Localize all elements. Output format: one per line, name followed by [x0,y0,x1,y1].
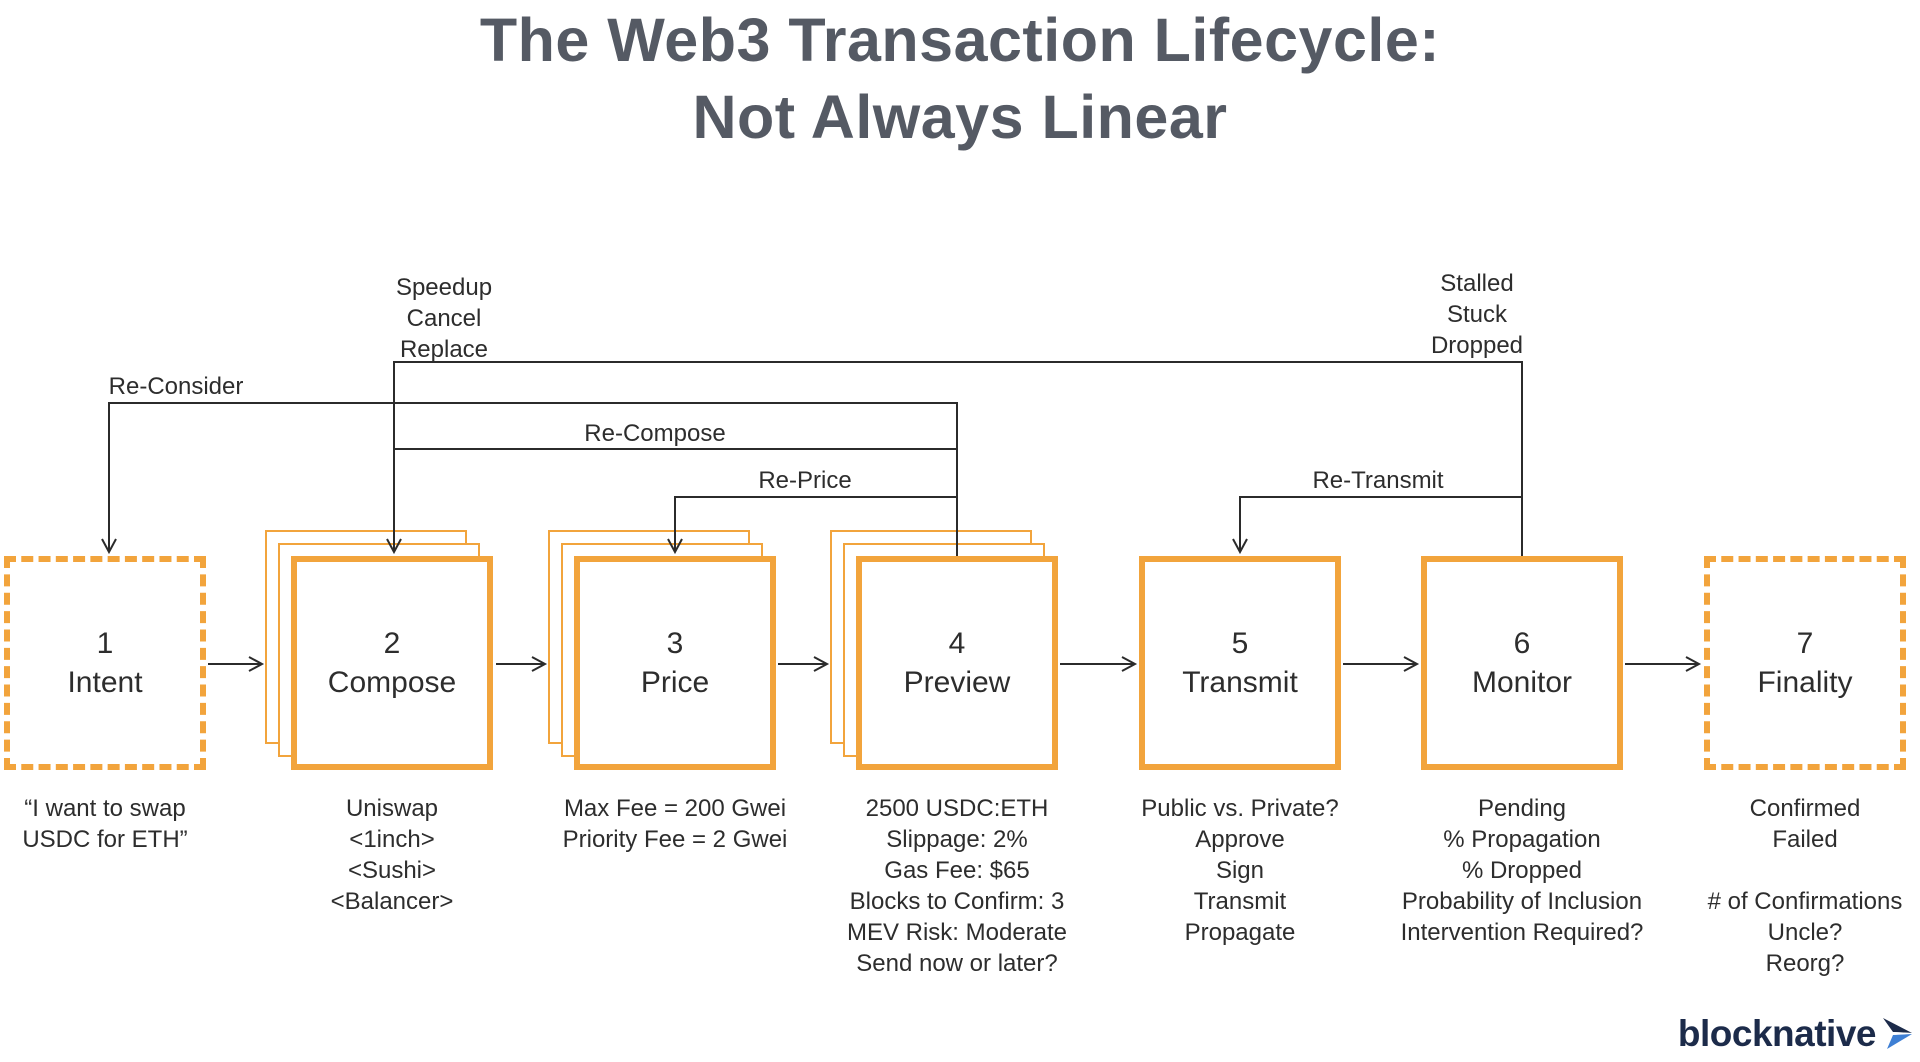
stage-caption-finality: Confirmed Failed # of Confirmations Uncl… [1655,793,1920,979]
diagram-title: The Web3 Transaction Lifecycle: Not Alwa… [0,2,1920,156]
stage-name: Compose [327,666,457,699]
stage-number: 6 [1513,627,1531,660]
caption-line: Probability of Inclusion [1401,888,1643,915]
stage-number: 5 [1231,627,1249,660]
caption-line: # of Confirmations [1707,888,1903,915]
label-re-price: Re-Price [758,467,852,494]
caption-line: Transmit [1193,888,1287,915]
arrowhead-down [1232,538,1248,555]
flow-arrow-4 [1060,656,1138,672]
caption-line: 2500 USDC:ETH [865,795,1049,822]
arrowhead-down [101,538,117,555]
caption-line: “I want to swap [24,795,186,822]
caption-line: % Propagation [1443,826,1601,853]
stage-box-finality: 7 Finality [1704,556,1906,770]
flow-arrow-2 [496,656,548,672]
stage-number: 2 [383,627,401,660]
caption-line: Max Fee = 200 Gwei [563,795,787,822]
title-line-1: The Web3 Transaction Lifecycle: [479,6,1441,74]
caption-line: <Sushi> [347,857,437,884]
caption-line: Gas Fee: $65 [884,857,1030,884]
stage-name: Monitor [1471,666,1573,699]
stage-box-preview: 4 Preview [856,556,1058,770]
caption-line: Failed [1772,826,1838,853]
caption-line: Intervention Required? [1400,919,1644,946]
stage-name: Price [640,666,710,699]
caption-line: Approve [1195,826,1285,853]
caption-line: MEV Risk: Moderate [846,919,1068,946]
stage-number: 7 [1796,627,1814,660]
stage-caption-monitor: Pending % Propagation % Dropped Probabil… [1372,793,1672,948]
caption-line: <1inch> [349,826,435,853]
flow-arrow-6 [1625,656,1702,672]
caption-line: Reorg? [1765,950,1845,977]
label-stalled-stuck-dropped: Stalled Stuck Dropped [1430,270,1524,359]
caption-line: Uniswap [345,795,439,822]
stage-number: 1 [96,627,114,660]
caption-line: Sign [1215,857,1265,884]
caption-line: Public vs. Private? [1141,795,1339,822]
caption-line: % Dropped [1461,857,1583,884]
stage-name: Preview [903,666,1011,699]
caption-line: Uncle? [1767,919,1843,946]
stage-name: Intent [67,666,143,699]
stage-box-transmit: 5 Transmit [1139,556,1341,770]
stage-caption-preview: 2500 USDC:ETH Slippage: 2% Gas Fee: $65 … [807,793,1107,979]
caption-line: Blocks to Confirm: 3 [849,888,1065,915]
caption-line: Pending [1477,795,1567,822]
blocknative-wordmark: blocknative [1677,1013,1877,1054]
caption-line: <Balancer> [330,888,454,915]
label-speedup-cancel-replace: Speedup Cancel Replace [395,274,493,363]
stage-caption-transmit: Public vs. Private? Approve Sign Transmi… [1090,793,1390,948]
stage-box-monitor: 6 Monitor [1421,556,1623,770]
stage-box-compose: 2 Compose [291,556,493,770]
stage-number: 4 [948,627,966,660]
caption-line: Propagate [1184,919,1296,946]
label-re-compose: Re-Compose [584,420,726,447]
blocknative-logo: blocknative [1678,1014,1914,1054]
flow-arrow-5 [1343,656,1420,672]
stage-caption-price: Max Fee = 200 Gwei Priority Fee = 2 Gwei [525,793,825,855]
stage-name: Finality [1757,666,1853,699]
label-re-consider: Re-Consider [108,373,244,400]
caption-line: USDC for ETH” [22,826,188,853]
flow-arrow-1 [208,656,265,672]
stage-number: 3 [666,627,684,660]
blocknative-logo-mark [1883,1018,1912,1049]
connector-monitor-loop [393,361,1523,556]
caption-line: Slippage: 2% [886,826,1028,853]
caption-line: Send now or later? [856,950,1058,977]
title-line-2: Not Always Linear [692,83,1228,151]
stage-name: Transmit [1182,666,1298,699]
stage-box-intent: 1 Intent [4,556,206,770]
caption-line: Confirmed [1749,795,1861,822]
stage-caption-intent: “I want to swap USDC for ETH” [0,793,255,855]
stage-box-price: 3 Price [574,556,776,770]
label-re-transmit: Re-Transmit [1312,467,1444,494]
caption-line [1655,855,1920,886]
connector-re-transmit [1239,496,1522,550]
stage-caption-compose: Uniswap <1inch> <Sushi> <Balancer> [242,793,542,917]
flow-arrow-3 [778,656,830,672]
caption-line: Priority Fee = 2 Gwei [562,826,788,853]
